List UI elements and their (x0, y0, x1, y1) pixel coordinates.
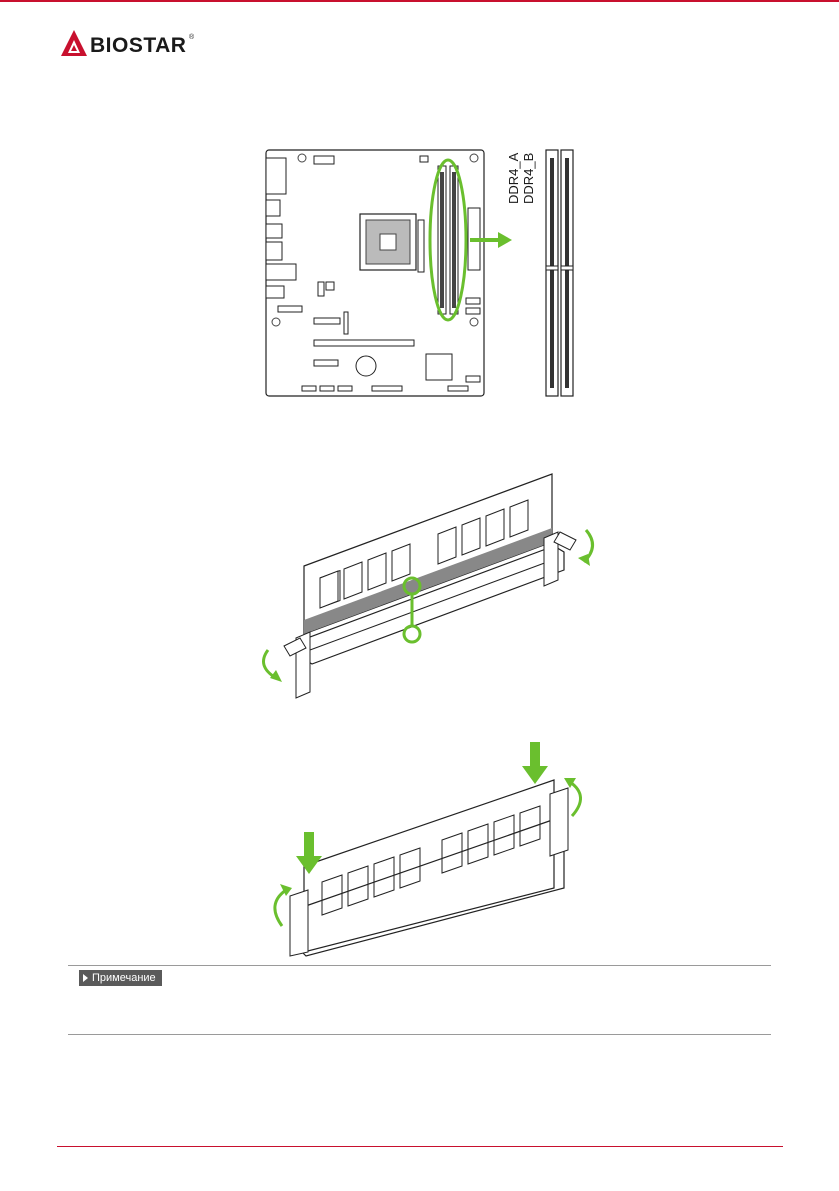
callout-arrow-head (498, 232, 512, 248)
motherboard-diagram: DDR4_A DDR4_B (262, 148, 582, 400)
rear-io-port (266, 158, 286, 194)
dimm-insertion-diagram (248, 470, 608, 702)
rotate-arrow-left-icon (275, 890, 286, 926)
footer-accent-rule (57, 1146, 783, 1147)
rear-io-port (266, 264, 296, 280)
bottom-header (320, 386, 334, 391)
rear-io-port (266, 242, 282, 260)
rear-io-port (266, 286, 284, 298)
bottom-header (372, 386, 402, 391)
rear-io-port (266, 224, 282, 238)
slot-key (546, 266, 558, 270)
m2-slot (314, 318, 340, 324)
pcie-x1-slot (314, 360, 338, 366)
note-bottom-rule (68, 1034, 771, 1035)
m2-standoff (344, 312, 348, 334)
bottom-header (338, 386, 352, 391)
rotate-arrow-right-icon (570, 782, 581, 816)
slot-latch-right (550, 788, 568, 856)
dimm-slot-a-channel (440, 172, 444, 308)
enlarged-slot-b-channel (565, 158, 569, 388)
sata-port (466, 298, 480, 304)
rotate-arrow-right-head (578, 554, 590, 566)
dimm-slot-b-channel (452, 172, 456, 308)
slot-latch-left (290, 890, 308, 956)
brand-logo: BIOSTAR ® (60, 28, 200, 64)
press-arrow-right-shaft (530, 742, 540, 768)
socket-lever (418, 220, 424, 272)
rotate-arrow-left-head (270, 670, 282, 682)
cmos-battery (356, 356, 376, 376)
press-arrow-right-icon (522, 766, 548, 784)
power-header (314, 156, 334, 164)
note-badge: Примечание (79, 970, 162, 986)
fan-header (420, 156, 428, 162)
m2-wifi-slot (278, 306, 302, 312)
enlarged-slot-a-channel (550, 158, 554, 388)
slot-label-ddr4-a: DDR4_A (506, 153, 521, 204)
bottom-header (448, 386, 468, 391)
header-pins (318, 282, 324, 296)
registered-mark: ® (189, 34, 194, 41)
slot-label-ddr4-b: DDR4_B (521, 153, 536, 204)
rear-io-port (266, 200, 280, 216)
sata-port (466, 308, 480, 314)
cpu-socket-center (380, 234, 396, 250)
top-accent-rule (0, 0, 839, 2)
dimm-seating-diagram (264, 738, 594, 958)
note-top-rule (68, 965, 771, 966)
press-arrow-left-shaft (304, 832, 314, 858)
pcie-x16-slot (314, 340, 414, 346)
brand-name: BIOSTAR (90, 34, 186, 58)
chipset (426, 354, 452, 380)
sata-port (466, 376, 480, 382)
seated-memory-module (304, 780, 554, 952)
slot-key-marker (404, 626, 420, 642)
header-pins (326, 282, 334, 290)
biostar-triangle-logo-icon (60, 28, 88, 58)
bottom-header (302, 386, 316, 391)
slot-key (561, 266, 573, 270)
